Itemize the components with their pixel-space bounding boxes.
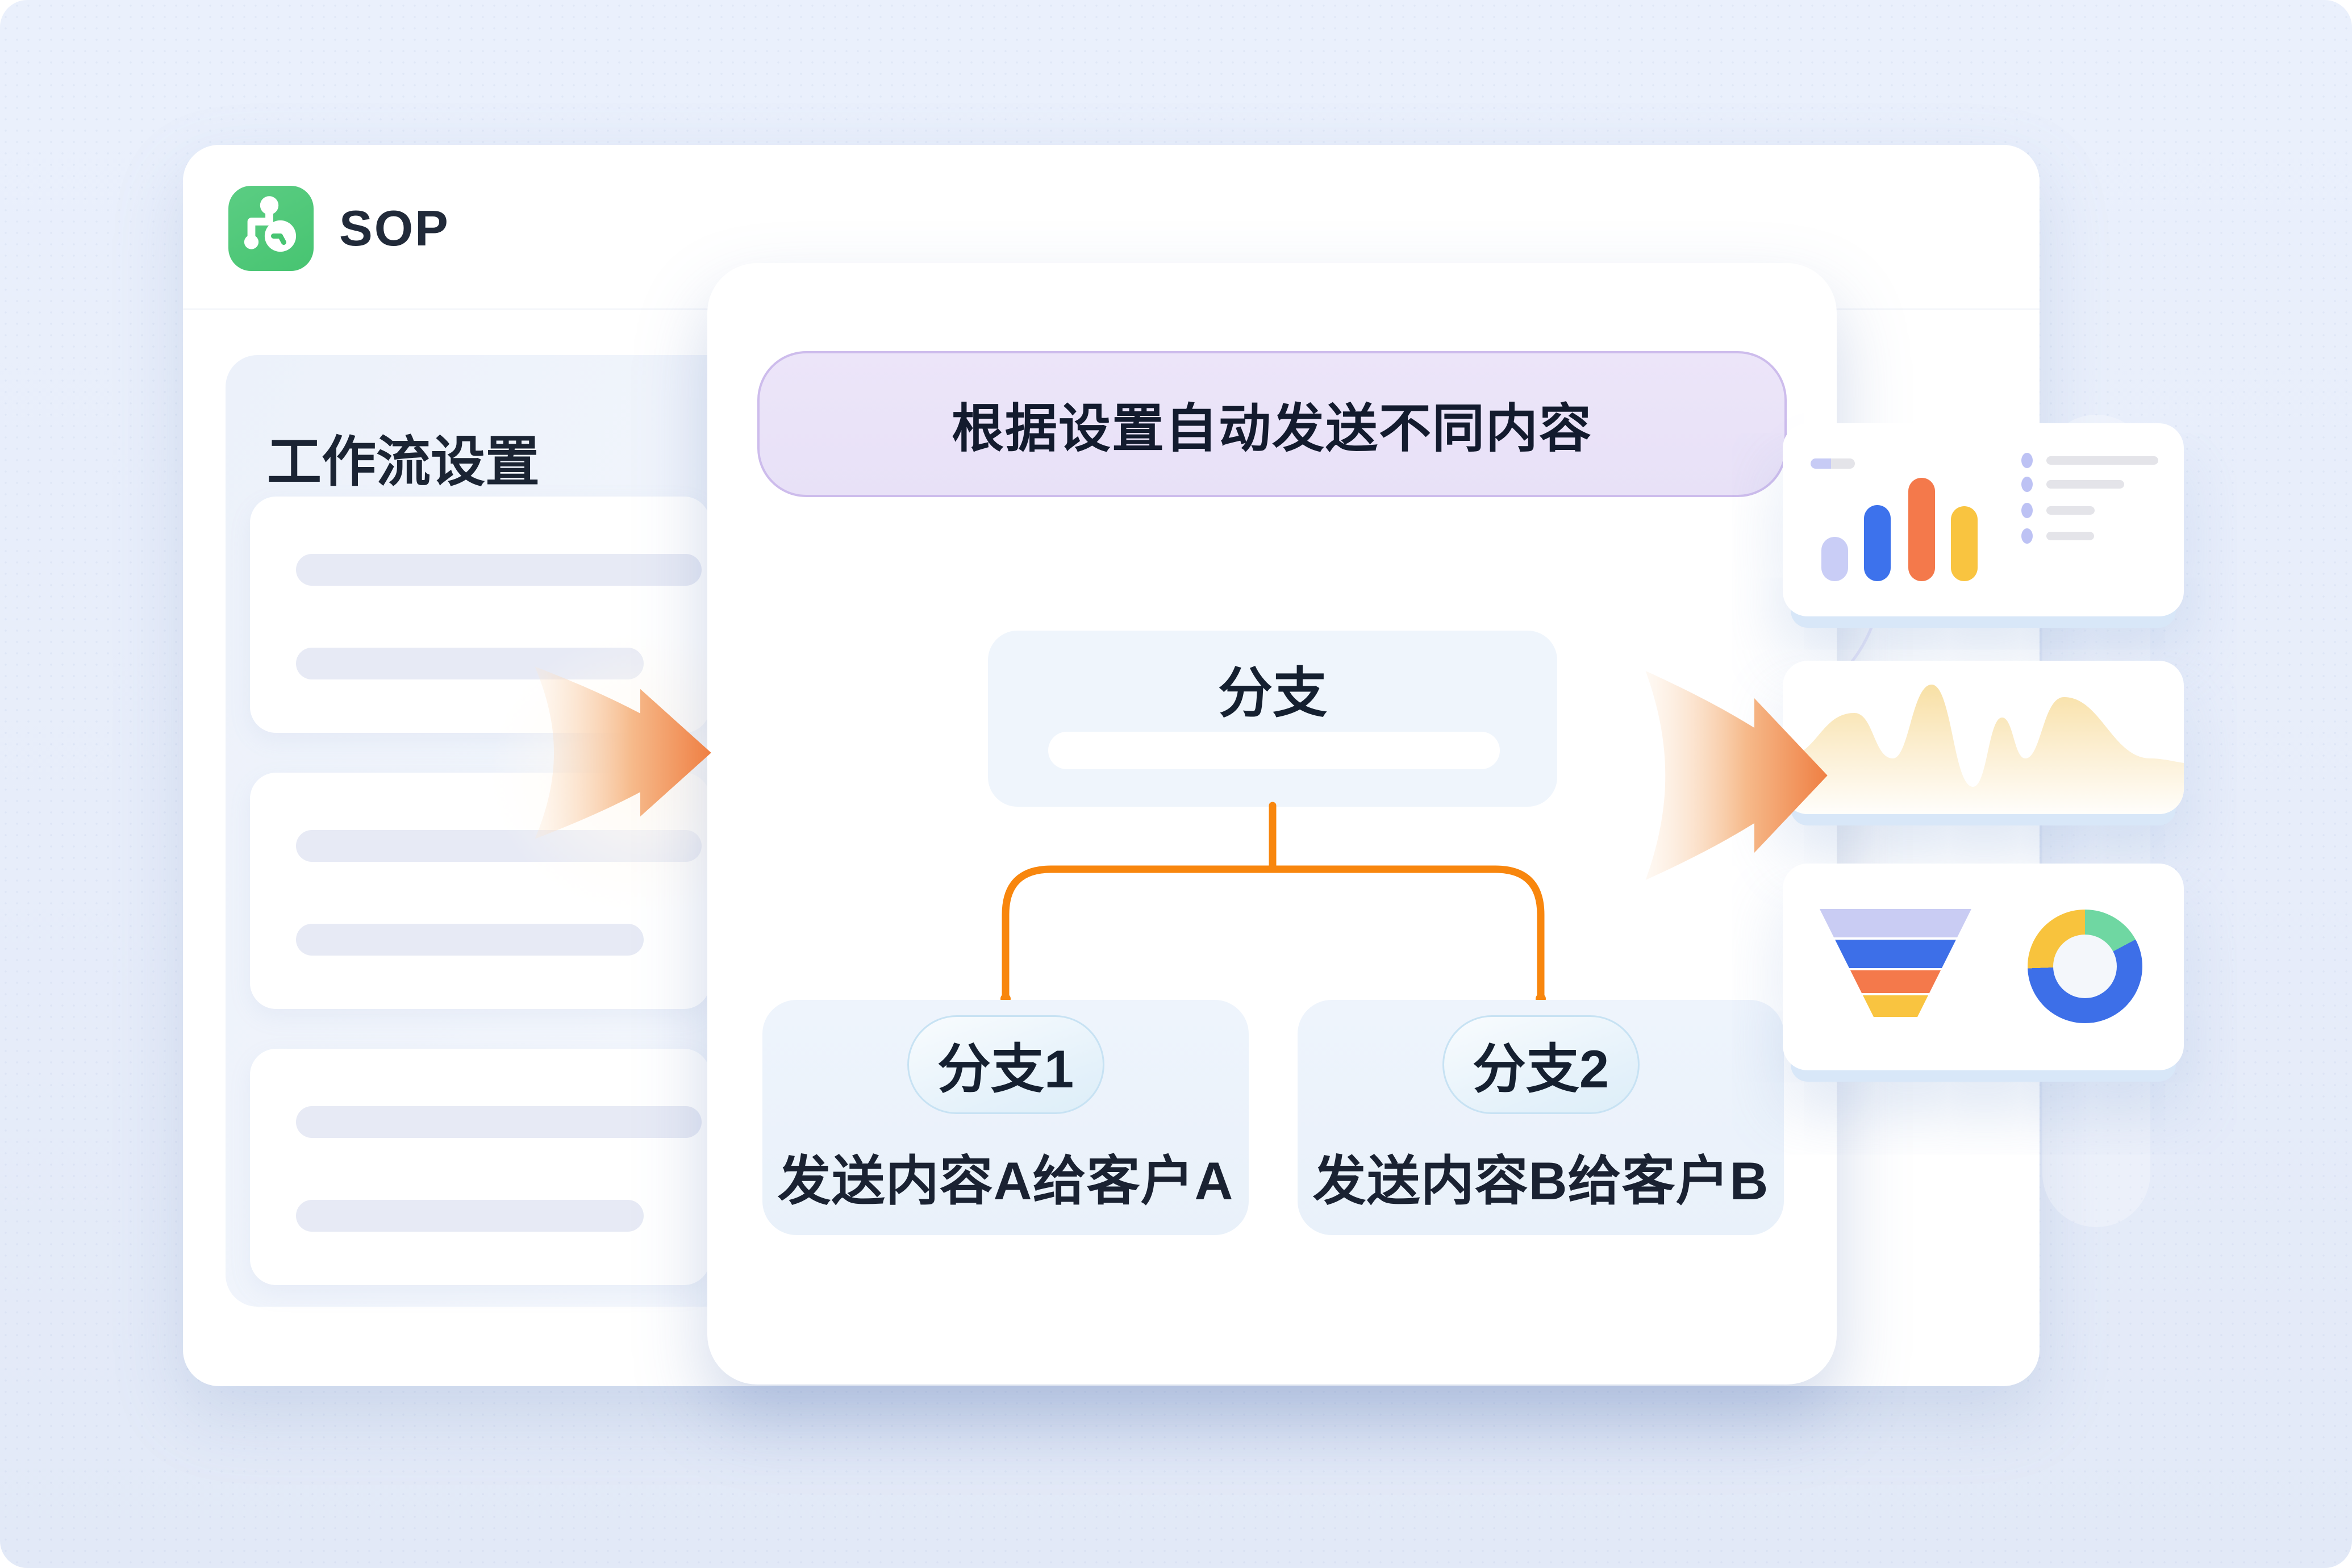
workflow-clock-icon — [244, 196, 297, 252]
branch-1-badge: 分支1 — [907, 1015, 1104, 1114]
funnel-band — [1863, 995, 1928, 1017]
bar-chart-card — [1783, 423, 2184, 616]
funnel-band — [1850, 970, 1941, 993]
mini-bar — [1908, 478, 1935, 581]
branch-2-badge: 分支2 — [1442, 1015, 1640, 1114]
mini-bar — [1821, 537, 1848, 581]
right-arrow-icon — [1645, 671, 1828, 880]
placeholder-bar — [2046, 532, 2094, 540]
placeholder-bar — [296, 1200, 644, 1232]
bullet-icon — [2021, 503, 2033, 518]
branch-2-description: 发送内容B给客户B — [1312, 1151, 1769, 1211]
flow-title-banner: 根据设置自动发送不同内容 — [757, 351, 1787, 497]
sop-logo — [228, 186, 314, 271]
right-arrow-icon — [535, 666, 711, 839]
placeholder-bar — [296, 924, 644, 956]
donut-chart — [2028, 910, 2142, 1023]
bullet-icon — [2021, 477, 2033, 492]
placeholder-bar — [1048, 732, 1500, 769]
funnel-donut-card — [1783, 864, 2184, 1070]
placeholder-bar — [2046, 506, 2095, 515]
placeholder-bar — [2046, 480, 2124, 489]
area-chart-card — [1783, 661, 2184, 814]
legend-chip — [1811, 458, 1831, 469]
workflow-panel-title: 工作流设置 — [267, 432, 540, 493]
donut-hole — [2053, 935, 2117, 998]
funnel-band — [1835, 940, 1956, 968]
app-title: SOP — [339, 200, 450, 256]
placeholder-bar — [2046, 456, 2158, 465]
bullet-icon — [2021, 528, 2033, 544]
mini-bar — [1951, 506, 1978, 581]
mini-bar — [1864, 505, 1891, 581]
funnel-chart — [1820, 909, 1971, 1017]
branch-card-1: 分支1 发送内容A给客户A — [762, 1000, 1249, 1235]
workflow-step-card — [250, 1049, 710, 1285]
funnel-band — [1820, 909, 1971, 937]
branch-card-2: 分支2 发送内容B给客户B — [1298, 1000, 1784, 1235]
branch-node: 分支 — [988, 631, 1557, 807]
placeholder-bar — [296, 1106, 702, 1138]
branch-1-description: 发送内容A给客户A — [777, 1151, 1234, 1211]
bullet-icon — [2021, 453, 2033, 468]
area-chart — [1783, 685, 2184, 814]
placeholder-bar — [296, 554, 702, 586]
chart-legend — [1811, 458, 1855, 469]
legend-chip — [1831, 458, 1855, 469]
branch-node-label: 分支 — [1218, 663, 1327, 724]
